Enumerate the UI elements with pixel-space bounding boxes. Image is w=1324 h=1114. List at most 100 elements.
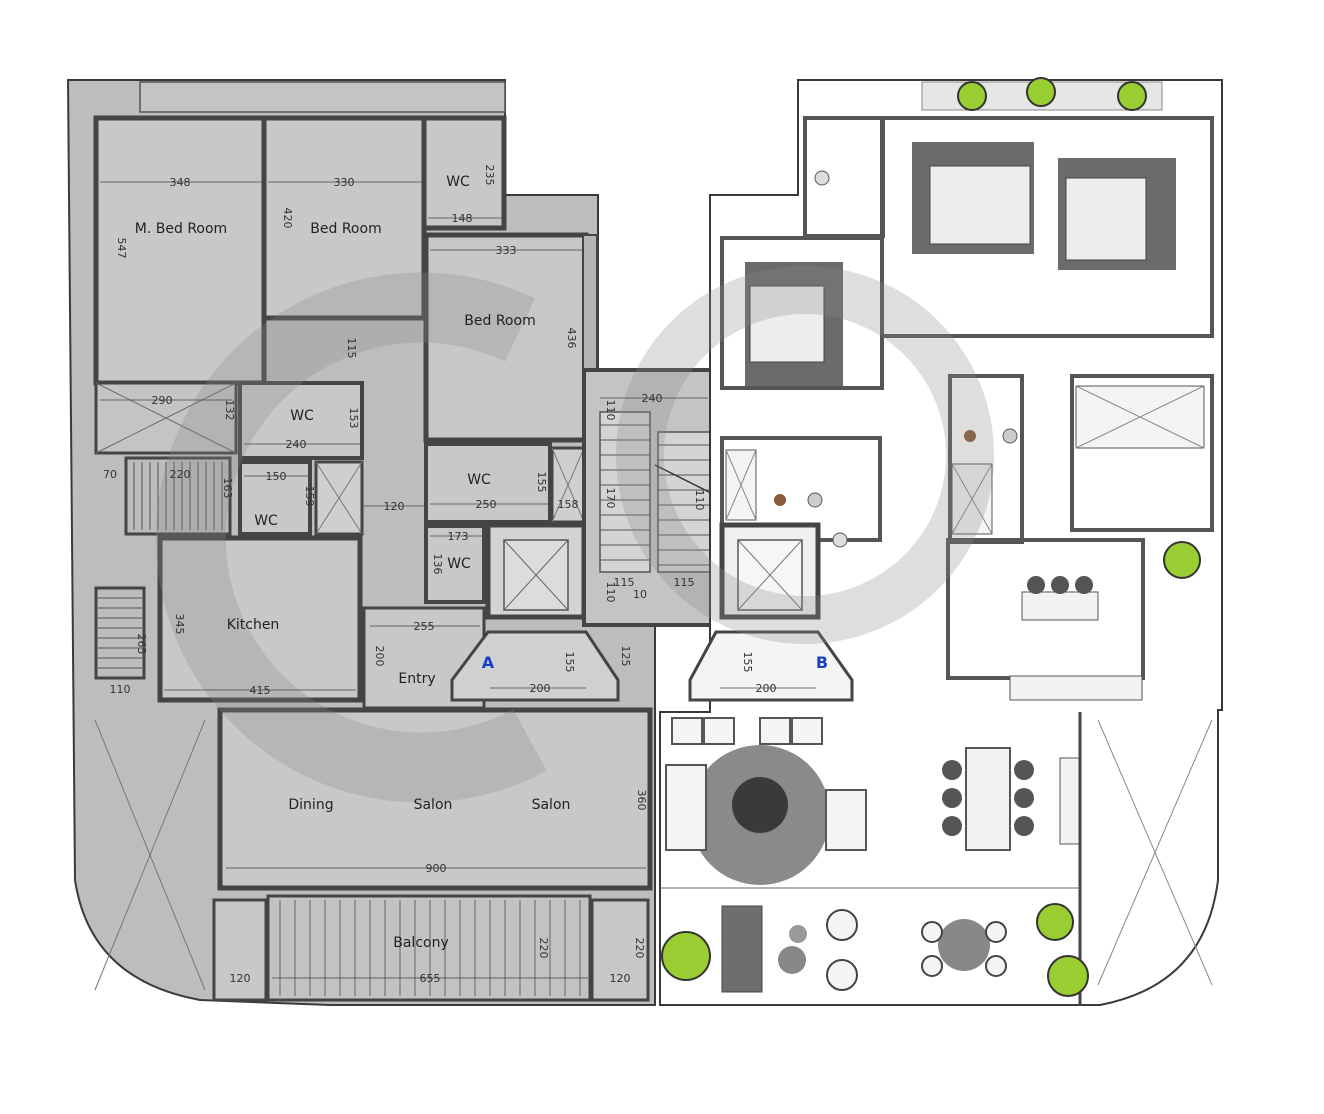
label-bedroom-2: Bed Room xyxy=(464,313,535,329)
wc-fixture-4 xyxy=(774,494,786,506)
dim-220-b: 220 xyxy=(537,938,550,959)
dim-240-b: 240 xyxy=(642,392,663,405)
dimension-labels: 348 330 235 148 547 420 333 436 115 290 … xyxy=(103,165,777,986)
dining-table-right xyxy=(965,747,1011,851)
dim-173: 173 xyxy=(448,530,469,543)
wc-fixture-2 xyxy=(964,430,976,442)
stair-block-left xyxy=(124,456,232,536)
dim-70: 70 xyxy=(103,468,117,481)
dim-170: 170 xyxy=(604,488,617,509)
label-kitchen: Kitchen xyxy=(227,617,280,633)
dim-345: 345 xyxy=(173,614,186,635)
wc-fixture-3 xyxy=(1002,428,1018,444)
label-wc-small: WC xyxy=(254,513,278,529)
dim-240-a: 240 xyxy=(286,438,307,451)
sideboard xyxy=(1059,757,1081,845)
top-terrace xyxy=(139,81,506,113)
right-unit xyxy=(659,77,1223,1006)
lobby-b xyxy=(688,630,854,702)
kitchen-island xyxy=(1021,591,1099,621)
label-bedroom-1: Bed Room xyxy=(310,221,381,237)
loungers xyxy=(825,789,867,851)
plant-2 xyxy=(1026,77,1056,107)
central-stair xyxy=(582,368,716,627)
unit-marker-b: B xyxy=(816,653,828,672)
label-salon-1: Salon xyxy=(414,797,453,813)
dim-200-c: 200 xyxy=(756,682,777,695)
plant-3 xyxy=(1117,81,1147,111)
balcony-box-right xyxy=(590,898,650,1002)
wc-fixture-5 xyxy=(807,492,823,508)
armchair-3 xyxy=(759,717,791,745)
dim-220-c: 220 xyxy=(633,938,646,959)
dim-110-c: 110 xyxy=(604,582,617,603)
dimension-lines xyxy=(100,181,816,979)
dim-120-a: 120 xyxy=(384,500,405,513)
dim-220-a: 220 xyxy=(170,468,191,481)
wc-fixture-1 xyxy=(814,170,830,186)
dim-360: 360 xyxy=(635,790,648,811)
left-unit xyxy=(66,79,656,1006)
dim-436: 436 xyxy=(565,328,578,349)
label-entry: Entry xyxy=(398,671,435,687)
label-wc-mid2: WC xyxy=(467,472,491,488)
dim-265: 265 xyxy=(135,634,148,655)
dim-415: 415 xyxy=(250,684,271,697)
label-master-bedroom: M. Bed Room xyxy=(135,221,227,237)
kitchen-counter xyxy=(1009,675,1143,701)
dim-120-c: 120 xyxy=(610,972,631,985)
wc-fixture-6 xyxy=(832,532,848,548)
dim-158: 158 xyxy=(558,498,579,511)
plant-4 xyxy=(1163,541,1201,579)
label-dining: Dining xyxy=(288,797,333,813)
dim-110-a: 110 xyxy=(604,400,617,421)
armchair-1 xyxy=(671,717,703,745)
label-balcony: Balcony xyxy=(393,935,449,951)
plant-1 xyxy=(957,81,987,111)
dim-148: 148 xyxy=(452,212,473,225)
dim-115-b: 115 xyxy=(614,576,635,589)
plants xyxy=(661,77,1201,997)
dim-547: 547 xyxy=(115,238,128,259)
dim-153: 153 xyxy=(347,408,360,429)
sofa-left xyxy=(665,764,707,851)
wc-173-room xyxy=(424,524,486,604)
dim-110-b: 110 xyxy=(693,490,706,511)
dim-136: 136 xyxy=(431,554,444,575)
terrace-sofa xyxy=(721,905,763,993)
label-wc-lower: WC xyxy=(447,556,471,572)
dim-115-c: 115 xyxy=(674,576,695,589)
dim-348: 348 xyxy=(170,176,191,189)
wc-small-room xyxy=(238,460,312,536)
dim-155-b: 155 xyxy=(563,652,576,673)
dining-salon-room xyxy=(217,707,653,891)
label-wc-top: WC xyxy=(446,174,470,190)
dim-159: 159 xyxy=(303,486,316,507)
watermark-logo xyxy=(155,266,994,803)
plant-5 xyxy=(661,931,711,981)
dim-155-a: 155 xyxy=(535,472,548,493)
dim-10: 10 xyxy=(633,588,647,601)
dim-200-a: 200 xyxy=(373,646,386,667)
bedroom-2 xyxy=(423,232,589,443)
terrace-round-table xyxy=(938,919,990,971)
dim-115-a: 115 xyxy=(345,338,358,359)
wc-lower-room xyxy=(424,442,552,524)
dim-235: 235 xyxy=(483,165,496,186)
dim-330: 330 xyxy=(334,176,355,189)
dim-420: 420 xyxy=(281,208,294,229)
plant-7 xyxy=(1047,955,1089,997)
dim-150: 150 xyxy=(266,470,287,483)
wc-top-room xyxy=(421,115,507,231)
lobby-a xyxy=(450,630,620,702)
armchair-2 xyxy=(703,717,735,745)
dim-333: 333 xyxy=(496,244,517,257)
unit-marker-a: A xyxy=(482,653,495,672)
label-salon-2: Salon xyxy=(532,797,571,813)
dim-125: 125 xyxy=(619,646,632,667)
armchair-4 xyxy=(791,717,823,745)
wc-mid-room xyxy=(238,381,364,460)
room-labels: M. Bed Room Bed Room WC Bed Room WC WC W… xyxy=(135,174,828,951)
